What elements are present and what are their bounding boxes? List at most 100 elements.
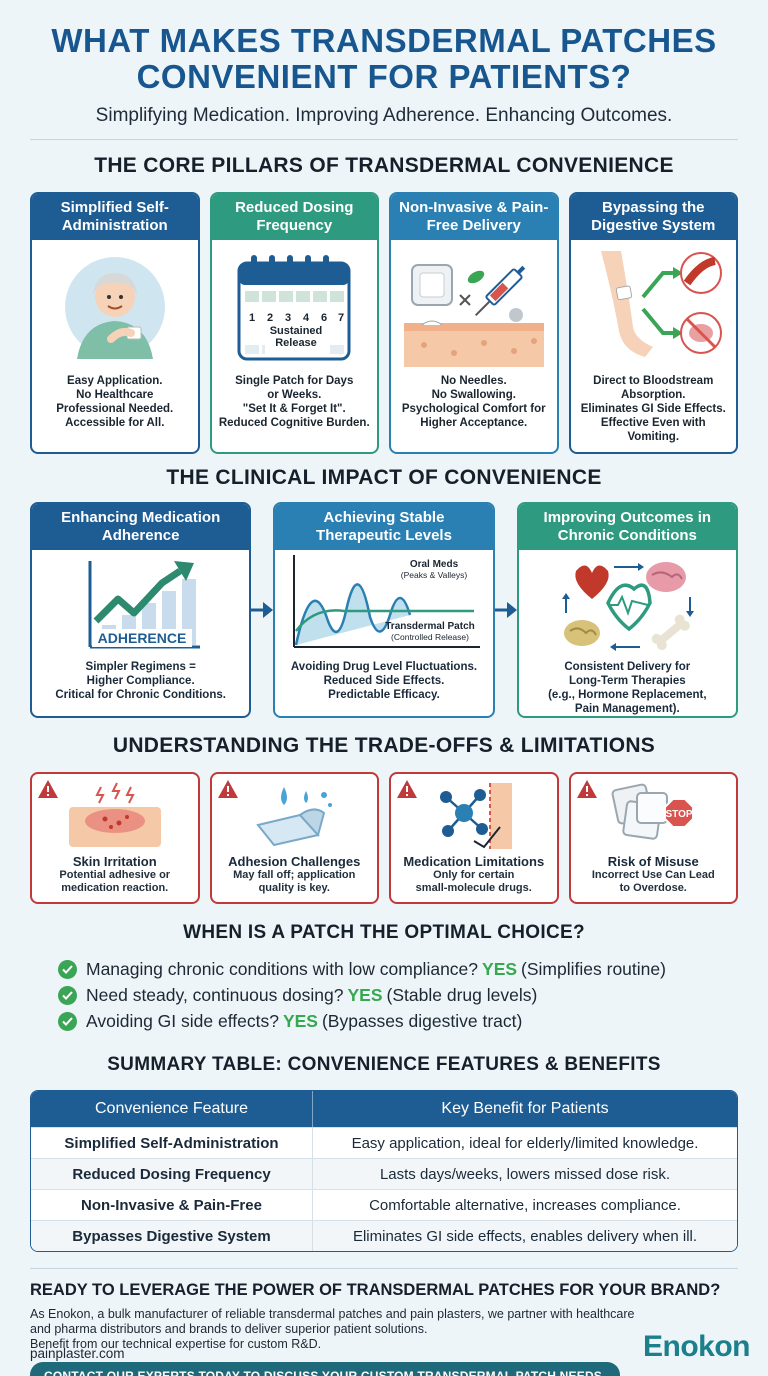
column-header: Convenience Feature <box>31 1091 313 1127</box>
benefit-cell: Easy application, ideal for elderly/limi… <box>313 1127 737 1158</box>
patch-label: Transdermal Patch <box>385 621 475 632</box>
table-row: Simplified Self-Administration Easy appl… <box>31 1127 737 1158</box>
check-icon <box>58 1011 77 1031</box>
limitation-title: Adhesion Challenges <box>228 854 361 869</box>
pillar-heading: Reduced Dosing Frequency <box>211 194 377 240</box>
level-chart-icon: Oral Meds (Peaks & Valleys) Transdermal … <box>275 550 492 660</box>
check-question: Need steady, continuous dosing? <box>86 984 344 1005</box>
impact-heading: Achieving Stable Therapeutic Levels <box>275 504 493 550</box>
warning-icon <box>217 780 238 798</box>
arm-bloodstream-icon <box>571 240 737 374</box>
limitation-card: Skin Irritation Potential adhesive or me… <box>30 772 200 904</box>
check-reason: (Simplifies routine) <box>521 958 666 979</box>
impact-heading: Improving Outcomes in Chronic Conditions <box>518 504 736 550</box>
page-subtitle: Simplifying Medication. Improving Adhere… <box>95 105 673 126</box>
calendar-day: 4 <box>303 312 310 324</box>
irritated-skin-icon <box>65 780 165 852</box>
check-reason: (Stable drug levels) <box>386 984 538 1005</box>
impact-card: Improving Outcomes in Chronic Conditions <box>516 502 738 718</box>
check-icon <box>58 985 77 1005</box>
yes-label: YES <box>282 1010 318 1031</box>
feature-cell: Non-Invasive & Pain-Free <box>31 1189 313 1220</box>
limitation-title: Skin Irritation <box>72 854 157 869</box>
impact-title: THE CLINICAL IMPACT OF CONVENIENCE <box>166 466 602 489</box>
calendar-day: 1 <box>249 312 255 324</box>
list-item: Avoiding GI side effects? YES (Bypasses … <box>58 1008 738 1034</box>
table-row: Non-Invasive & Pain-Free Comfortable alt… <box>31 1189 737 1220</box>
check-icon <box>58 959 77 979</box>
pillars-row: Simplified Self-Administration Easy Appl… <box>30 192 738 454</box>
limitation-card: Adhesion Challenges May fall off; applic… <box>209 772 379 904</box>
peeling-patch-icon <box>244 780 344 852</box>
benefit-cell: Comfortable alternative, increases compl… <box>313 1189 737 1220</box>
check-reason: (Bypasses digestive tract) <box>321 1010 523 1031</box>
rising-chart-icon: ADHERENCE <box>32 550 249 660</box>
pillar-heading: Bypassing the Digestive System <box>570 194 736 240</box>
site-link[interactable]: painplaster.com <box>30 1346 125 1361</box>
limitations-title: UNDERSTANDING THE TRADE-OFFS & LIMITATIO… <box>112 734 656 757</box>
pillar-text: No Needles. No Swallowing. Psychological… <box>401 375 546 429</box>
impact-text: Avoiding Drug Level Fluctuations. Reduce… <box>290 661 478 701</box>
check-question: Managing chronic conditions with low com… <box>86 958 479 979</box>
enokon-logo: Enokon <box>643 1330 751 1363</box>
warning-icon <box>576 780 597 798</box>
calendar-icon: 1 2 3 4 6 7 Sustained Release <box>212 240 378 374</box>
organ-cycle-icon <box>519 550 736 660</box>
limitation-sub: May fall off; application quality is key… <box>233 869 356 894</box>
calendar-day: 7 <box>338 312 344 324</box>
limitation-title: Risk of Misuse <box>607 854 699 869</box>
yes-label: YES <box>482 958 518 979</box>
molecule-icon <box>424 780 524 852</box>
divider <box>30 1268 738 1269</box>
pillar-text: Easy Application. No Healthcare Professi… <box>56 375 174 429</box>
table-row: Reduced Dosing Frequency Lasts days/week… <box>31 1158 737 1189</box>
contact-experts-button[interactable]: CONTACT OUR EXPERTS TODAY TO DISCUSS YOU… <box>30 1362 620 1376</box>
impact-card: Achieving Stable Therapeutic Levels Oral… <box>273 502 495 718</box>
limitation-card: STOP Risk of Misuse Incorrect Use Can Le… <box>568 772 738 904</box>
pillar-heading: Non-Invasive & Pain-Free Delivery <box>391 194 557 240</box>
optimal-title: WHEN IS A PATCH THE OPTIMAL CHOICE? <box>183 922 585 943</box>
pillar-heading: Simplified Self-Administration <box>32 194 198 240</box>
cta-body: As Enokon, a bulk manufacturer of reliab… <box>30 1307 738 1352</box>
table-row: Bypasses Digestive System Eliminates GI … <box>31 1220 737 1251</box>
warning-icon <box>397 780 417 798</box>
yes-label: YES <box>347 984 383 1005</box>
limitation-sub: Only for certain small-molecule drugs. <box>415 869 532 894</box>
pillar-card: Bypassing the Digestive System Direct to <box>568 192 738 454</box>
impact-text: Consistent Delivery for Long-Term Therap… <box>548 661 707 715</box>
warning-icon <box>38 780 58 798</box>
check-question: Avoiding GI side effects? <box>86 1010 279 1031</box>
elderly-woman-icon <box>32 240 198 374</box>
column-header: Key Benefit for Patients <box>313 1091 737 1127</box>
pillar-text: Single Patch for Days or Weeks. "Set It … <box>218 375 370 429</box>
cta-heading: READY TO LEVERAGE THE POWER OF TRANSDERM… <box>30 1281 721 1299</box>
feature-cell: Bypasses Digestive System <box>31 1220 313 1251</box>
calendar-day: 6 <box>321 312 327 324</box>
feature-cell: Reduced Dosing Frequency <box>31 1158 313 1189</box>
benefit-cell: Lasts days/weeks, lowers missed dose ris… <box>313 1158 737 1189</box>
patch-syringe-icon <box>391 240 557 374</box>
calendar-day: 3 <box>285 312 291 324</box>
stop-sign-icon: STOP <box>603 780 703 852</box>
benefit-cell: Eliminates GI side effects, enables deli… <box>313 1220 737 1251</box>
pillar-text: Direct to Bloodstream Absorption. Elimin… <box>580 375 726 443</box>
adherence-label: ADHERENCE <box>97 630 186 646</box>
page-title: WHAT MAKES TRANSDERMAL PATCHES CONVENIEN… <box>30 0 738 95</box>
list-item: Managing chronic conditions with low com… <box>58 956 738 982</box>
patch-sub: (Controlled Release) <box>391 632 469 642</box>
optimal-list: Managing chronic conditions with low com… <box>30 956 738 1034</box>
limitation-sub: Incorrect Use Can Lead to Overdose. <box>591 869 715 894</box>
limitation-card: Medication Limitations Only for certain … <box>389 772 559 904</box>
arrow-right-icon <box>494 502 517 718</box>
oral-sub: (Peaks & Valleys) <box>400 570 468 580</box>
cta-body-line: As Enokon, a bulk manufacturer of reliab… <box>30 1307 635 1321</box>
cta-body-line: Benefit from our technical expertise for… <box>30 1337 322 1351</box>
arrow-right-icon <box>251 502 274 718</box>
summary-title: SUMMARY TABLE: CONVENIENCE FEATURES & BE… <box>107 1054 661 1075</box>
impact-heading: Enhancing Medication Adherence <box>32 504 250 550</box>
impact-card: Enhancing Medication Adherence ADHERENCE <box>30 502 252 718</box>
limitation-sub: Potential adhesive or medication reactio… <box>59 869 171 894</box>
divider <box>30 139 738 140</box>
page-title-line2: CONVENIENT FOR PATIENTS? <box>136 58 632 95</box>
